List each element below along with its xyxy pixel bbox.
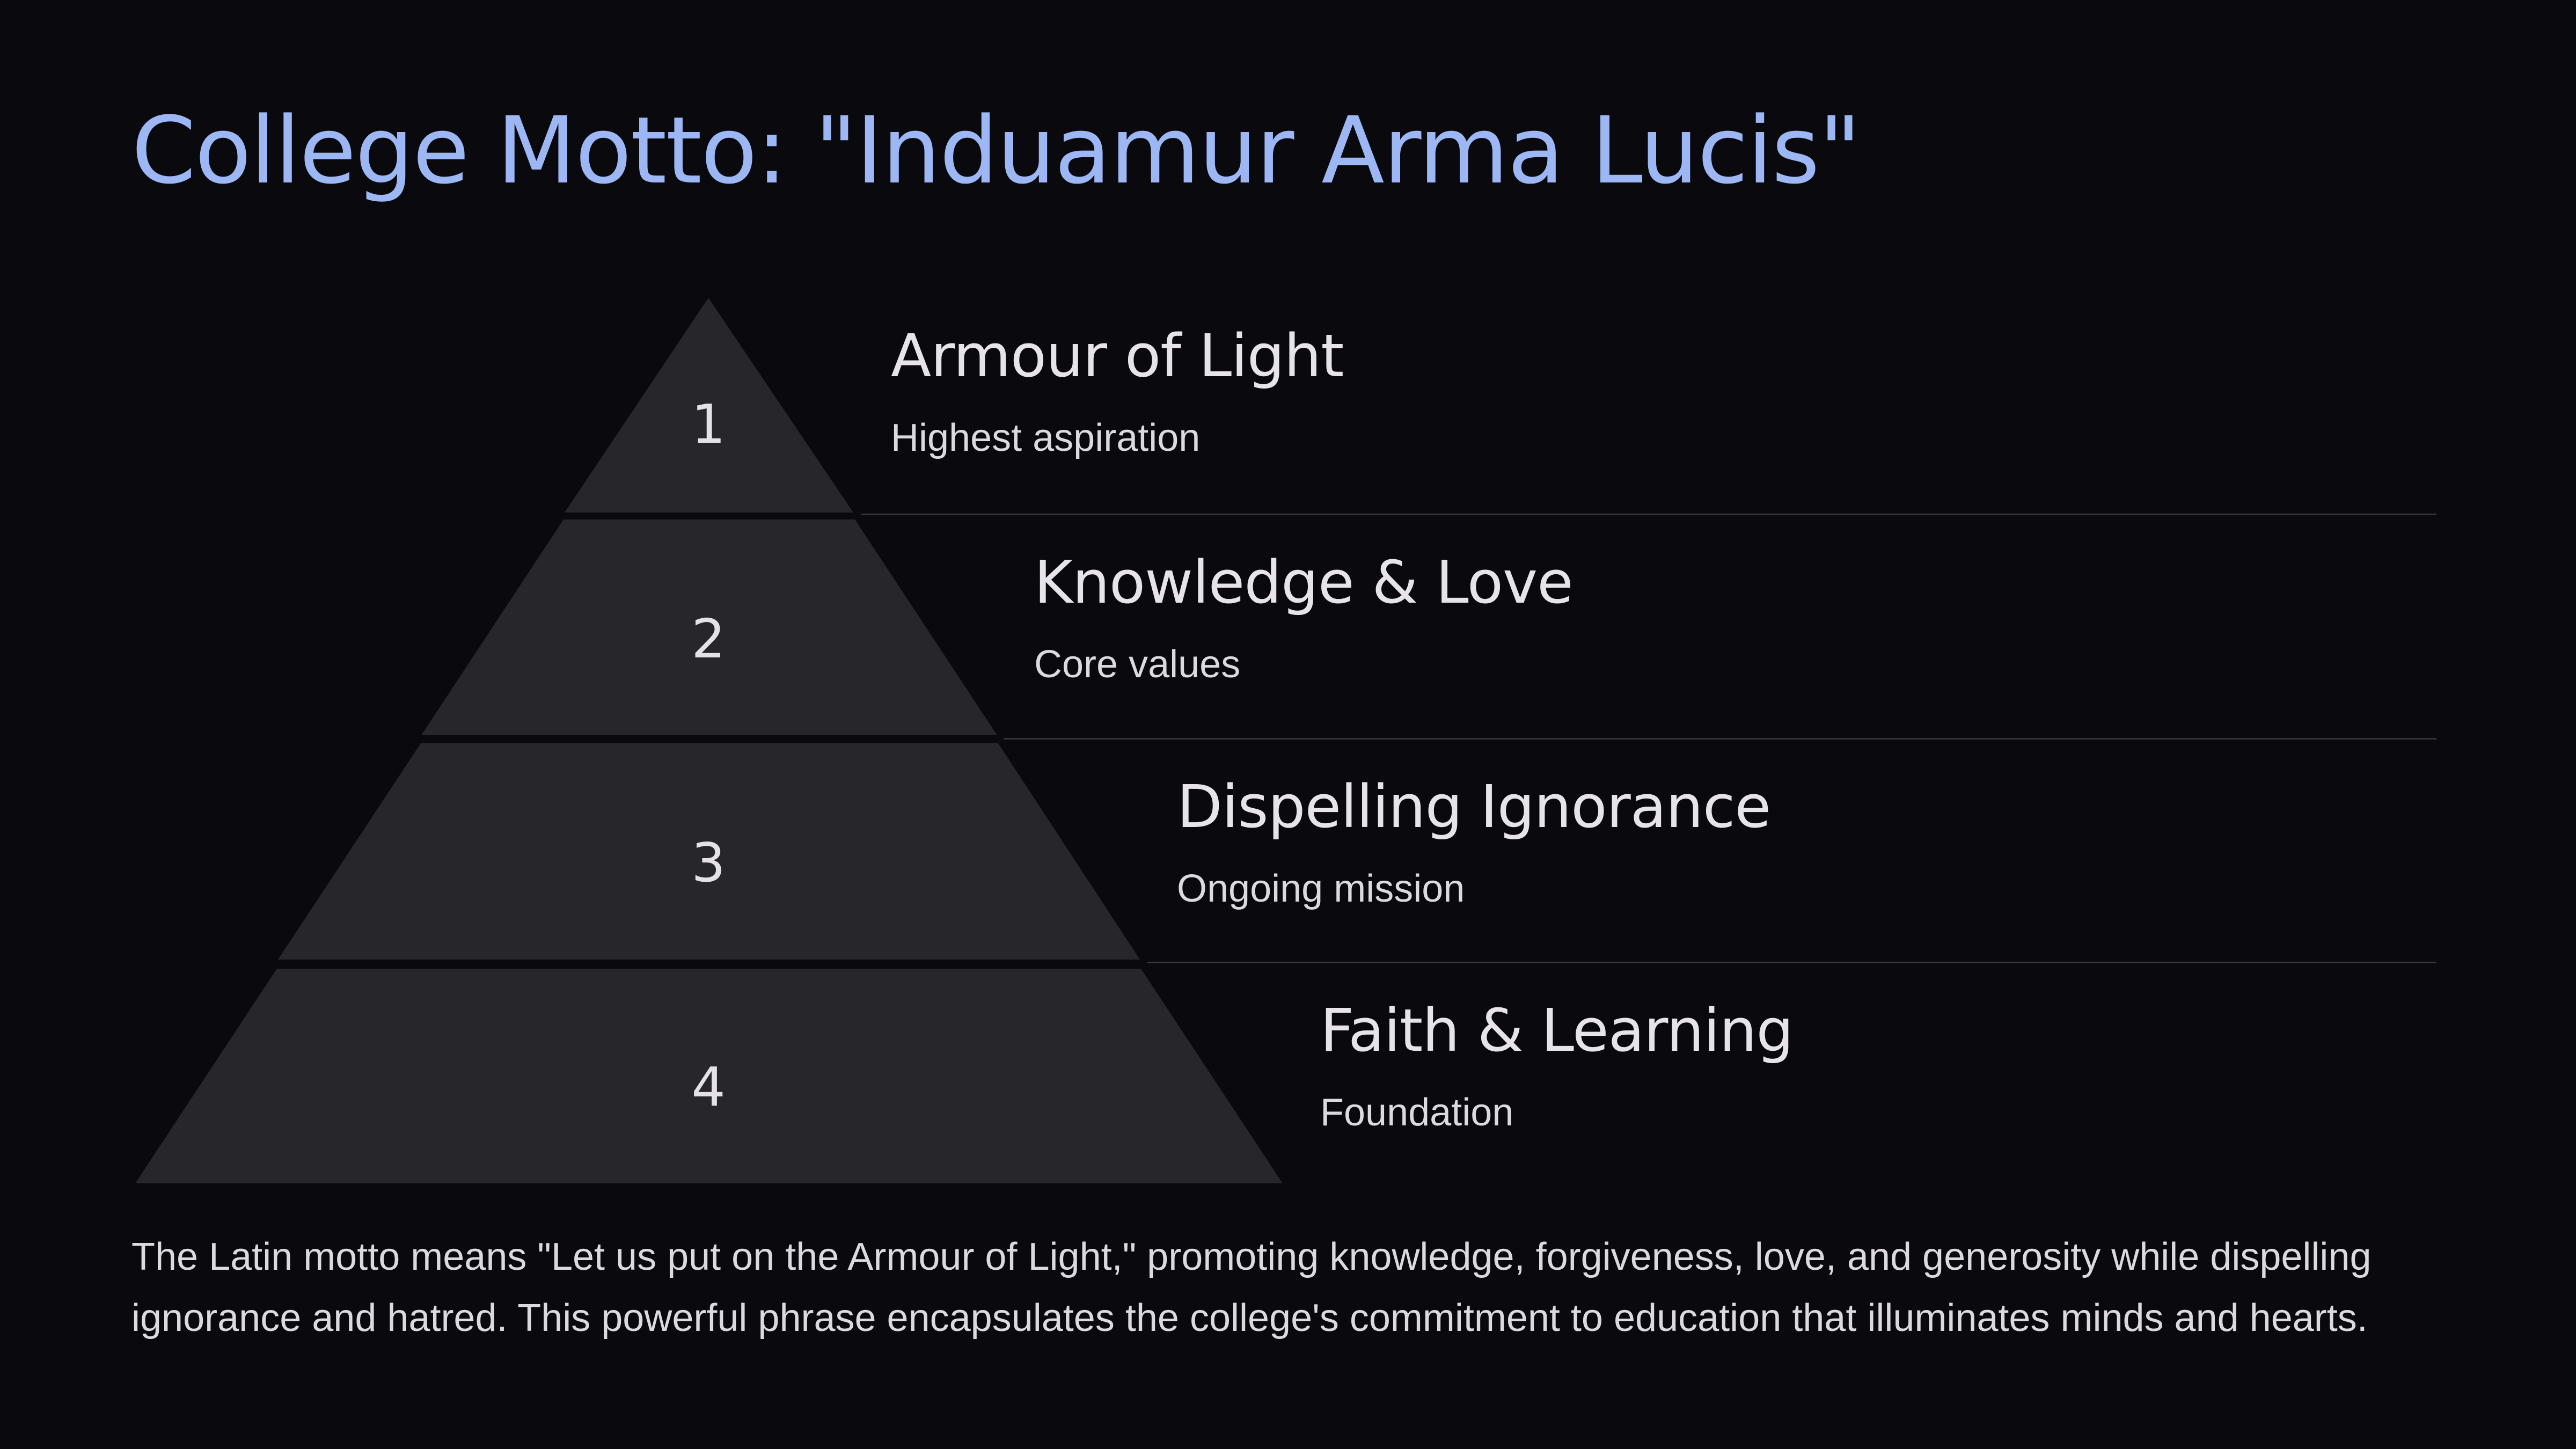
tier-label-4: Faith & Learning Foundation xyxy=(1320,996,1794,1134)
pyramid-tier-4 xyxy=(135,969,1283,1183)
tier-subtitle: Foundation xyxy=(1320,1091,1514,1134)
tier-subtitle: Core values xyxy=(1034,643,1241,686)
tier-subtitle: Highest aspiration xyxy=(891,416,1201,459)
tier-number-4: 4 xyxy=(691,1056,726,1118)
tier-number-3: 3 xyxy=(691,831,726,894)
tier-heading: Faith & Learning xyxy=(1320,996,1794,1065)
divider-1 xyxy=(861,514,2436,515)
tier-label-2: Knowledge & Love Core values xyxy=(1034,548,1574,686)
caption-paragraph: The Latin motto means "Let us put on the… xyxy=(131,1235,2372,1340)
pyramid-tier-3 xyxy=(278,743,1140,960)
tier-heading: Knowledge & Love xyxy=(1034,548,1574,617)
tier-number-2: 2 xyxy=(691,608,726,670)
divider-2 xyxy=(1004,738,2436,740)
tier-subtitle: Ongoing mission xyxy=(1177,867,1465,910)
tier-heading: Armour of Light xyxy=(891,321,1344,390)
pyramid-tier-1 xyxy=(565,298,853,513)
tier-label-1: Armour of Light Highest aspiration xyxy=(891,321,1344,459)
page-title: College Motto: "Induamur Arma Lucis" xyxy=(131,97,1861,204)
tier-number-1: 1 xyxy=(691,393,726,456)
pyramid-tier-2 xyxy=(421,519,997,735)
tier-heading: Dispelling Ignorance xyxy=(1177,772,1771,841)
tier-label-3: Dispelling Ignorance Ongoing mission xyxy=(1177,772,1771,910)
divider-3 xyxy=(1147,962,2436,963)
